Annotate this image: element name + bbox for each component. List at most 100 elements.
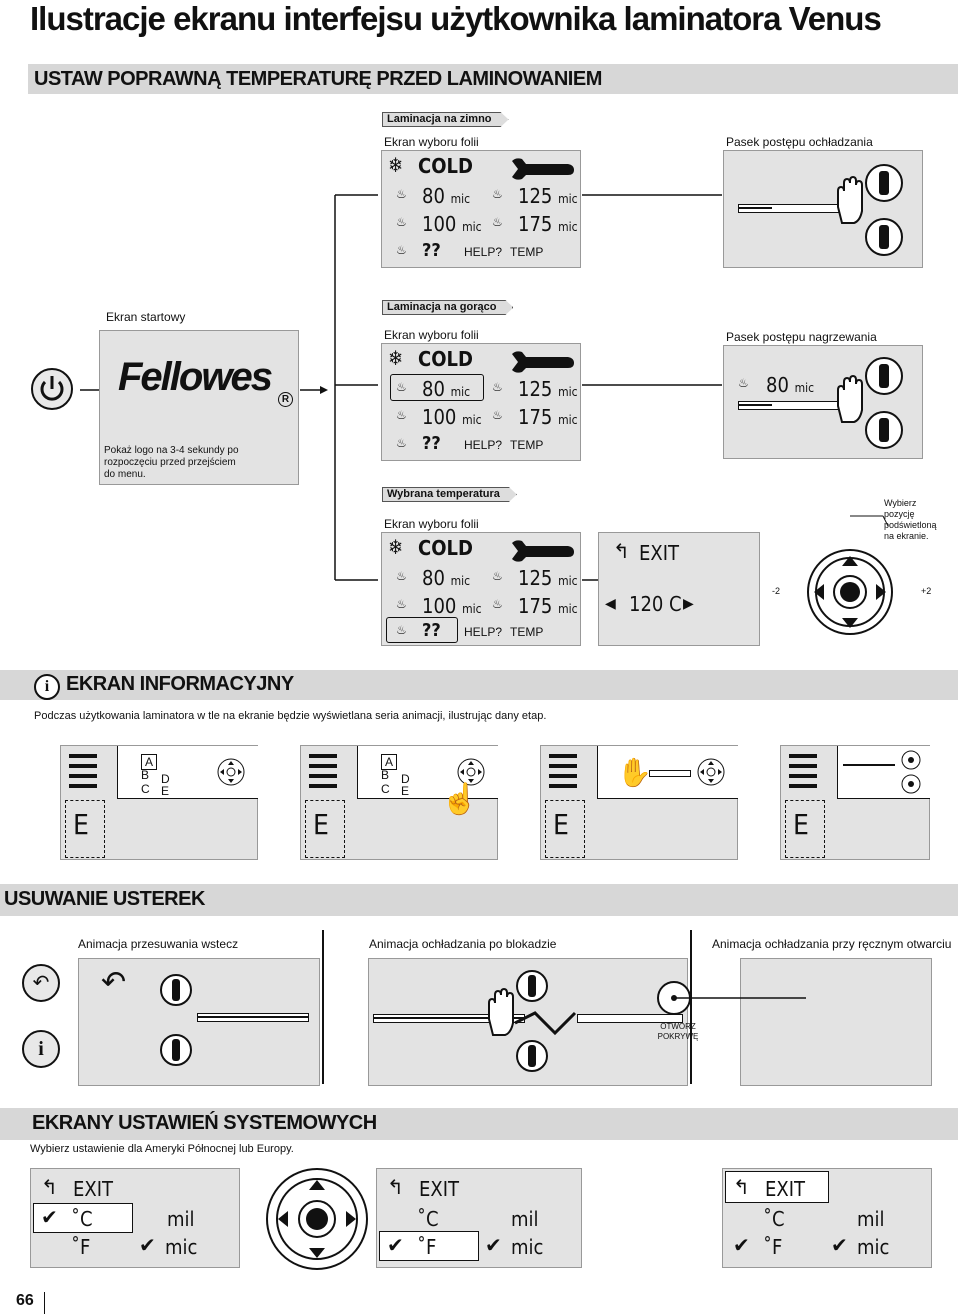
exit-button[interactable]: EXIT [765,1177,805,1201]
wrench-icon [512,158,574,180]
opt-100[interactable]: 100 mic [422,594,482,618]
temp-option[interactable]: TEMP [510,625,544,639]
heat-icon: ♨ [492,187,503,201]
section-system-title: EKRANY USTAWIEŃ SYSTEMOWYCH [32,1112,377,1134]
system-text: Wybierz ustawienie dla Ameryki Północnej… [30,1143,294,1155]
info-screen-3: E ✋ [540,745,738,860]
unit-celsius[interactable]: ˚C [71,1207,93,1231]
check-icon: ✔ [831,1235,848,1257]
exit-button[interactable]: EXIT [639,541,679,565]
section-system: EKRANY USTAWIEŃ SYSTEMOWYCH [0,1108,958,1140]
unit-mil[interactable]: mil [511,1207,539,1231]
power-icon[interactable] [30,367,74,411]
e-box [305,800,345,858]
info-screen-2: E A B C D E ☝ [300,745,498,860]
return-arrow-icon: ↰ [387,1177,404,1199]
dial-icon [697,758,725,786]
hot-progress-label: Pasek postępu nagrzewania [726,330,877,344]
unit-celsius[interactable]: ˚C [763,1207,785,1231]
cold-progress-label: Pasek postępu ochładzania [726,135,873,149]
opt-175[interactable]: 175 mic [518,594,578,618]
reverse-arrow-icon: ↶ [101,966,127,999]
settings-screen-2: ↰ EXIT ˚C mil ✔ ˚F ✔ mic [376,1168,582,1268]
selected-tag: Wybrana temperatura [382,487,517,502]
check-icon: ✔ [41,1207,58,1229]
opt-80[interactable]: 80 mic [422,566,471,590]
opt-80[interactable]: 80 mic [422,377,471,401]
triangle-right-icon[interactable]: ▶ [683,595,694,611]
start-caption: Pokaż logo na 3-4 sekundy po rozpoczęciu… [104,445,239,480]
plus-label: +2 [921,586,932,596]
e-box [545,800,585,858]
open-cooling-panel [740,958,932,1086]
exit-button[interactable]: EXIT [419,1177,459,1201]
info-icon: i [34,674,60,700]
help-option[interactable]: HELP? [464,438,503,452]
temp-value: 120 C [629,592,682,616]
bar-line [843,764,895,766]
snowflake-icon: ❄ [388,346,404,370]
opt-125[interactable]: 125 mic [518,377,578,401]
big-e: E [73,808,89,841]
help-option[interactable]: HELP? [464,245,503,259]
unit-mic[interactable]: mic [511,1235,544,1259]
cold-label: COLD [418,154,473,178]
opt-175[interactable]: 175 mic [518,405,578,429]
selection-highlight [379,1231,479,1261]
progress-bar [197,1013,309,1022]
exit-button[interactable]: EXIT [73,1177,113,1201]
unit-celsius[interactable]: ˚C [417,1207,439,1231]
e-box [65,800,105,858]
unit-mil[interactable]: mil [857,1207,885,1231]
opt-125[interactable]: 125 mic [518,184,578,208]
opt-80[interactable]: 80 mic [422,184,471,208]
start-panel [99,330,299,485]
opt-125[interactable]: 125 mic [518,566,578,590]
trouble-col2: Animacja ochładzania po blokadzie [369,937,557,951]
cold-label: COLD [418,347,473,371]
check-icon: ✔ [485,1235,502,1257]
hand-icon [488,987,514,1036]
snowflake-icon: ❄ [388,153,404,177]
heat-icon: ♨ [492,569,503,583]
progress-bar [649,770,691,777]
hint-text: Wybierz pozycję podświetloną na ekranie. [884,498,937,541]
big-e: E [553,808,569,841]
list-icon [549,754,577,792]
temp-option[interactable]: TEMP [510,245,544,259]
opt-100[interactable]: 100 mic [422,212,482,236]
opt-100[interactable]: 100 mic [422,405,482,429]
info-screen-4: E [780,745,930,860]
back-icon[interactable]: ↶ [22,964,60,1002]
jam-rollers-icon [514,970,577,1072]
navigation-dial[interactable] [262,1164,372,1274]
help-q: ?? [422,240,441,261]
heat-icon: ♨ [738,376,749,390]
triangle-left-icon[interactable]: ◀ [605,595,616,611]
cold-screen-label: Ekran wyboru folii [384,135,479,149]
return-arrow-icon: ↰ [41,1177,58,1199]
info-screen-1: E A B C D E [60,745,258,860]
opt-175[interactable]: 175 mic [518,212,578,236]
big-e: E [313,808,329,841]
heat-icon: ♨ [492,380,503,394]
list-icon [69,754,97,792]
connector-lines [80,194,760,581]
hand-icon: ✋ [617,757,652,788]
unit-fahrenheit[interactable]: ˚F [763,1235,783,1259]
hot-progress-value: 80 mic [766,373,815,397]
temp-option[interactable]: TEMP [510,438,544,452]
unit-mic[interactable]: mic [857,1235,890,1259]
unit-mil[interactable]: mil [167,1207,195,1231]
unit-fahrenheit[interactable]: ˚F [71,1235,91,1259]
settings-screen-1: ↰ EXIT ✔ ˚C mil ˚F ✔ mic [30,1168,240,1268]
heat-icon: ♨ [492,597,503,611]
unit-mic[interactable]: mic [165,1235,198,1259]
help-option[interactable]: HELP? [464,625,503,639]
unit-fahrenheit[interactable]: ˚F [417,1235,437,1259]
navigation-dial[interactable] [778,515,928,666]
info-screens: E A B C D E E A B C D E ☝ E ✋ E [30,745,930,860]
reverse-animation-panel: ↶ [78,958,320,1086]
info-icon[interactable]: i [22,1030,60,1068]
open-lid-text: OTWÓRZ POKRYWĘ [657,1022,699,1041]
